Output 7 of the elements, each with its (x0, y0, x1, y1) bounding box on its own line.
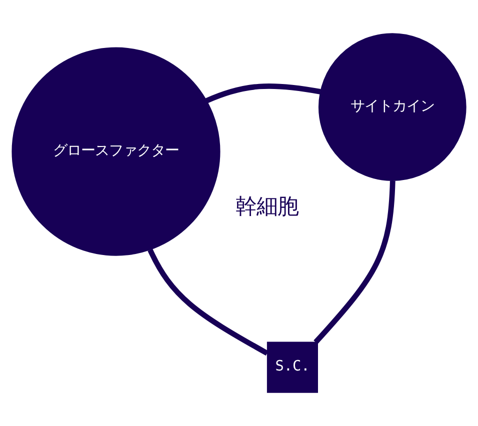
connector (206, 83, 321, 104)
connector (314, 180, 396, 344)
node-box: S.C. (266, 342, 318, 393)
label: 幹細胞 (235, 194, 298, 220)
node-circle: サイトカイン (318, 33, 466, 181)
connector (148, 248, 268, 356)
node-circle: グロースファクター (12, 47, 220, 256)
